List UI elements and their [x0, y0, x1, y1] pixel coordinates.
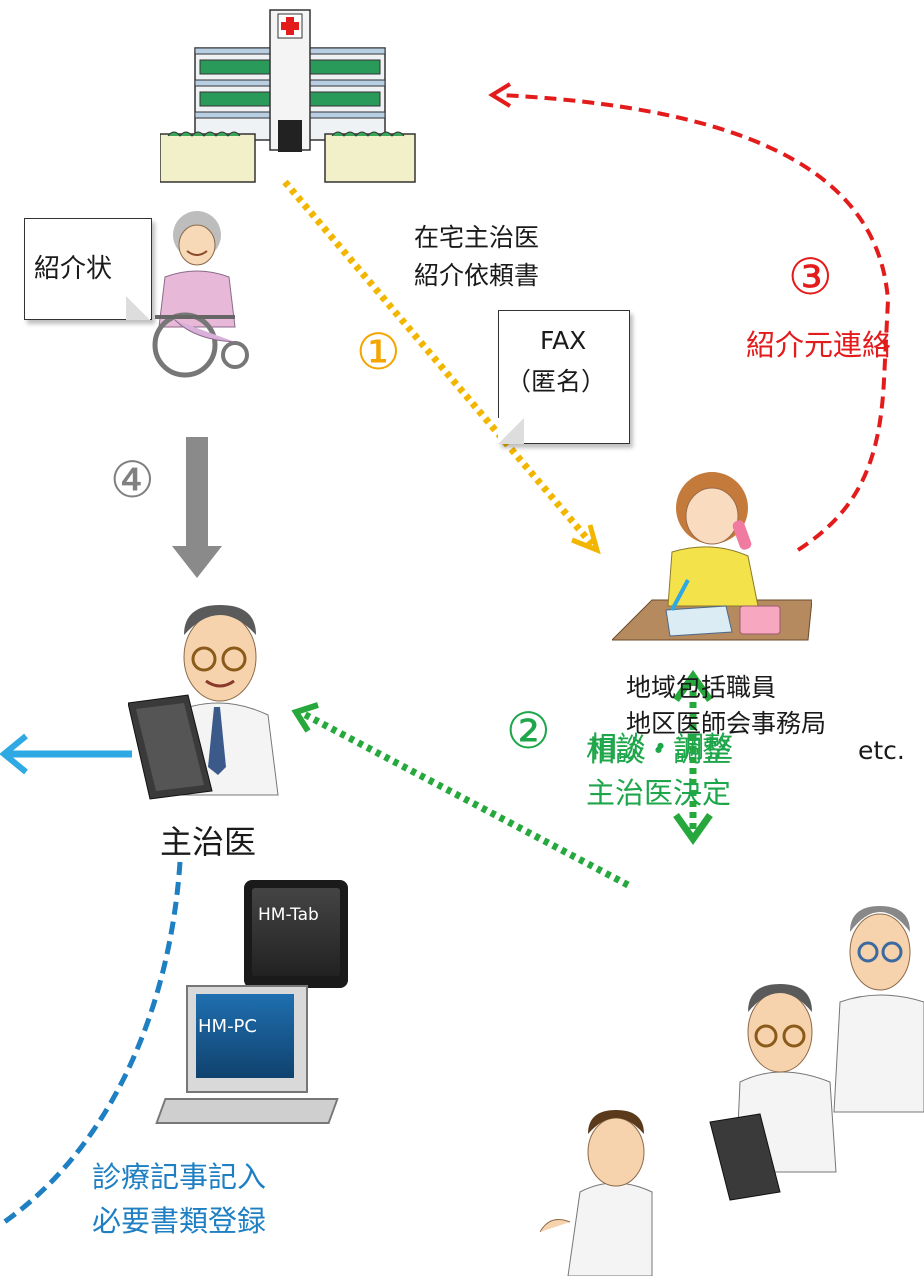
step4-number: ④ — [110, 451, 155, 509]
yellow-arrow-head — [571, 524, 601, 555]
office-line3: etc. — [858, 736, 905, 765]
sky-left-arrow-head — [0, 733, 28, 775]
green-double-head-bottom — [673, 812, 713, 846]
pc-keyboard — [155, 1098, 339, 1124]
letter-label: 紹介状 — [34, 254, 113, 284]
green-double-head-top — [673, 669, 713, 703]
wheelchair-patient-icon — [125, 205, 255, 380]
consult-line1: 相談・調整 — [588, 730, 734, 764]
gray-arrow-head — [172, 546, 222, 578]
consult-line1: 相談・調整 — [586, 734, 732, 768]
tablet-screen — [252, 888, 340, 976]
fax-line1: FAX — [540, 326, 587, 355]
consult-line2: 主治医決定 — [586, 776, 732, 810]
red-arrow-head — [488, 82, 512, 108]
green-arrow-head — [291, 702, 319, 733]
pc-screen — [196, 994, 294, 1078]
green-doctor-arrow — [298, 708, 630, 889]
pc-label: HM-PC — [198, 1016, 257, 1037]
step1-number: ① — [356, 323, 401, 381]
records-line2: 必要書類登録 — [92, 1204, 267, 1238]
doctor-label: 主治医 — [160, 823, 257, 861]
doctors-group-icon — [539, 852, 924, 1277]
gray-arrow-shaft — [186, 437, 208, 552]
doc-fold — [126, 296, 150, 320]
office-staff-phone-icon — [610, 460, 813, 645]
records-line1: 診療記事記入 — [92, 1160, 267, 1194]
office-line2: 地区医師会事務局 — [626, 709, 827, 738]
step2-number: ② — [506, 702, 551, 760]
red-return-arrow — [499, 93, 891, 552]
blue-dashed-arc — [0, 861, 183, 1228]
step1-label-line2: 紹介依頼書 — [414, 261, 540, 290]
fax-doc-fold — [498, 418, 524, 444]
tablet-label: HM-Tab — [258, 905, 319, 925]
doctor-laptop-icon — [127, 595, 288, 805]
hospital-icon — [159, 8, 420, 186]
fax-line2: （匿名） — [506, 367, 607, 396]
step3-label: 紹介元連絡 — [746, 328, 892, 362]
office-line1: 地域包括職員 — [626, 673, 777, 702]
step3-number: ③ — [788, 248, 833, 306]
step1-label-line1: 在宅主治医 — [414, 223, 540, 252]
